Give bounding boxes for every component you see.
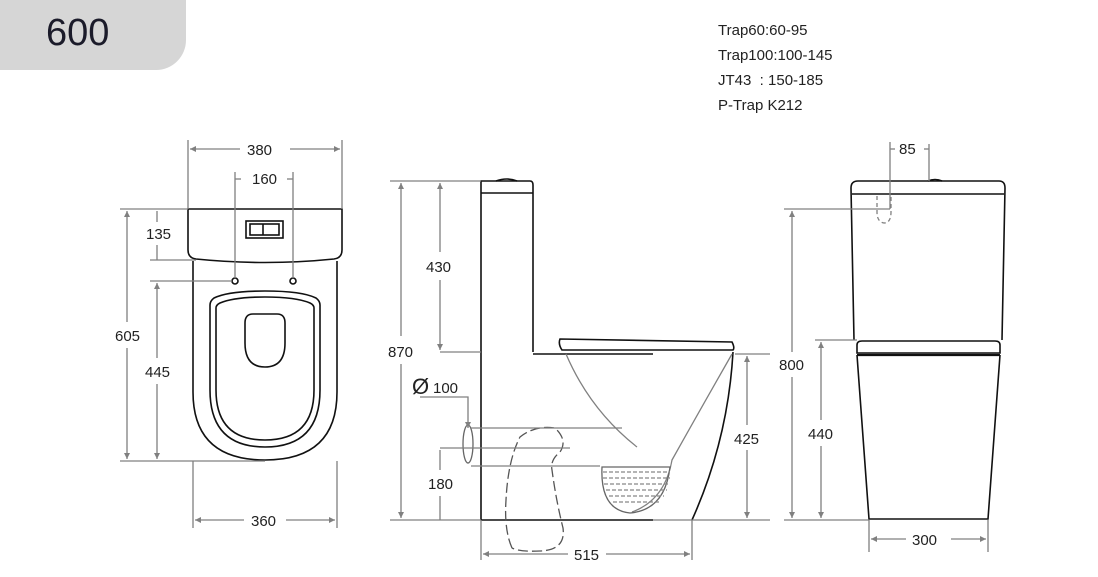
dim-hole-spacing: 160	[252, 171, 277, 188]
side-bowl-back	[691, 351, 734, 521]
top-bowl-outline	[192, 261, 338, 461]
p-trap-outline	[504, 426, 564, 552]
top-tank-outline	[187, 208, 343, 264]
side-tank-outline	[480, 180, 534, 352]
model-number: 600	[46, 12, 110, 54]
dim-height-to-inlet: 800	[779, 357, 804, 374]
dim-base-length: 515	[574, 547, 599, 564]
side-view: Ø 100 870 430 180 425 515	[388, 178, 770, 564]
trap-notes: Trap60:60-95 Trap100:100-145 JT43 : 150-…	[718, 18, 833, 118]
trap-note: P-Trap K212	[718, 97, 803, 114]
bowl-opening	[244, 313, 286, 368]
flush-button-plate	[245, 220, 284, 239]
dim-outlet-diameter: 100	[433, 380, 458, 397]
seat-outer	[209, 290, 321, 448]
trap-note: JT43 : 150-185	[718, 72, 824, 89]
front-base-outline	[856, 354, 1001, 520]
front-view: 85 800 440 300	[779, 141, 1006, 552]
trap-note: Trap100:100-145	[718, 47, 833, 64]
seat-inner	[215, 296, 315, 441]
dim-overall-depth: 605	[115, 328, 140, 345]
dim-front-seat-height: 440	[808, 426, 833, 443]
dim-outlet-height: 180	[428, 476, 453, 493]
dim-bowl-depth: 445	[145, 364, 170, 381]
dim-overall-width: 380	[247, 142, 272, 159]
dim-seat-height: 425	[734, 431, 759, 448]
dim-outlet-offset: 85	[899, 141, 916, 158]
front-seat	[856, 340, 1001, 354]
front-tank-outline	[850, 180, 1006, 341]
inner-bowl	[565, 353, 733, 513]
dim-overall-height: 870	[388, 344, 413, 361]
dim-base-width: 360	[251, 513, 276, 530]
side-seat	[558, 338, 735, 351]
dim-tank-height: 430	[426, 259, 451, 276]
trap-note: Trap60:60-95	[718, 22, 808, 39]
dim-front-base-width: 300	[912, 532, 937, 549]
diameter-symbol: Ø	[412, 374, 429, 399]
model-badge: 600	[0, 0, 186, 70]
top-view: 380 160 135 605 445 360	[115, 140, 343, 530]
dim-tank-depth: 135	[146, 226, 171, 243]
